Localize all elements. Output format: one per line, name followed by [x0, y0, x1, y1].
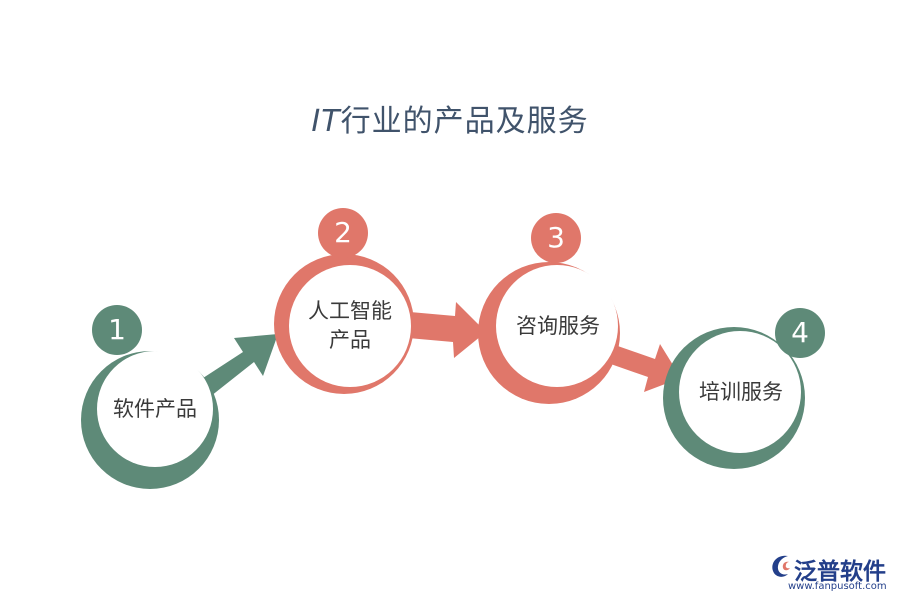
step-3-node [478, 213, 620, 404]
brand-url: www.fanpusoft.com [788, 581, 887, 592]
step-4-node [663, 308, 825, 469]
step-4-label: 培训服务 [699, 379, 783, 404]
brand-logo: 泛普软件 www.fanpusoft.com [768, 550, 894, 596]
step-2-badge [318, 208, 368, 258]
step-4-disc [679, 331, 801, 453]
step-1-disc [97, 351, 213, 467]
step-4-badge [775, 308, 825, 358]
step-1-label: 软件产品 [113, 396, 197, 421]
brand-swirl-icon [772, 555, 790, 577]
step-1-number: 1 [108, 313, 126, 346]
step-3-disc [496, 265, 618, 387]
step-4-number: 4 [791, 316, 809, 349]
brand-name: 泛普软件 [794, 559, 886, 585]
step-1-node [81, 305, 219, 489]
step-3-badge [531, 213, 581, 263]
page-title: IT行业的产品及服务 [0, 96, 900, 140]
step-2-number: 2 [334, 216, 352, 249]
step-2-label: 人工智能 产品 [308, 299, 392, 352]
arrow-3-to-4 [605, 344, 681, 392]
step-2-disc [289, 265, 411, 387]
step-2-node [274, 208, 414, 394]
arrow-2-to-3 [408, 302, 486, 358]
step-3-label: 咨询服务 [516, 313, 600, 338]
step-3-number: 3 [547, 221, 565, 254]
title-prefix: IT [311, 104, 341, 139]
step-1-badge [92, 305, 142, 355]
title-text: 行业的产品及服务 [340, 104, 589, 139]
arrow-1-to-2 [200, 334, 278, 396]
